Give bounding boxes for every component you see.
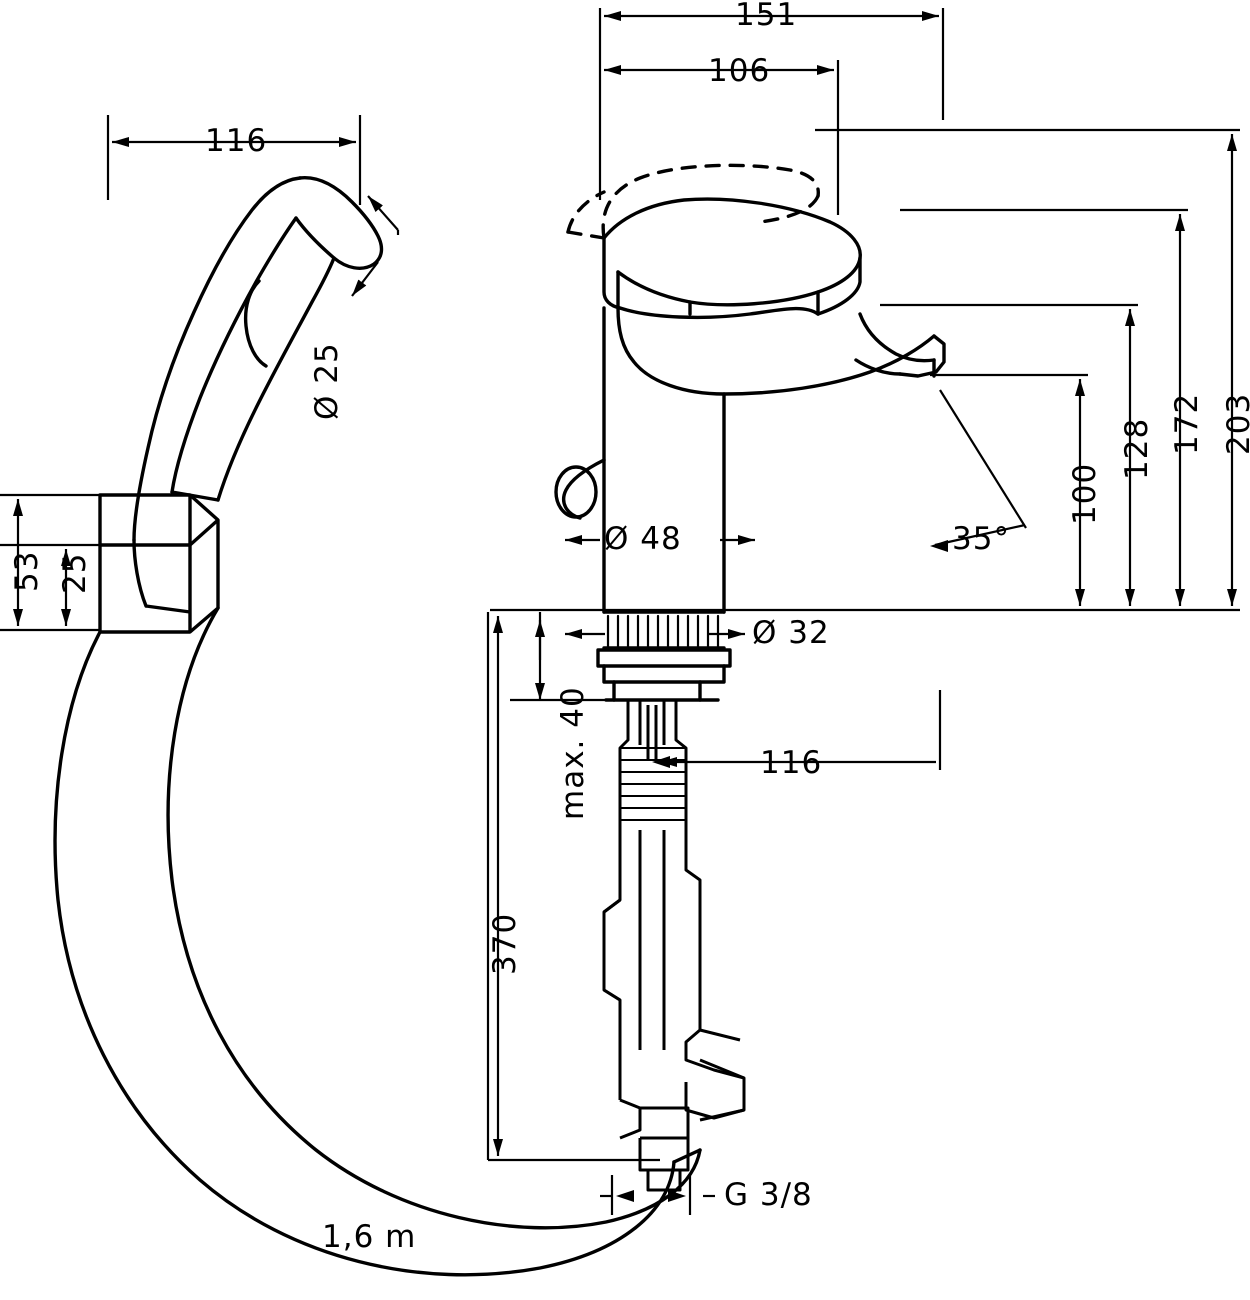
dim-mixer-total-width: 151 <box>735 0 798 33</box>
supply-hoses <box>602 700 746 1192</box>
dim-handshower-width: 116 <box>205 123 268 159</box>
hand-shower-outline <box>132 176 384 608</box>
mixer-body-outline <box>554 163 946 702</box>
dim-hose-length-370: 370 <box>487 912 523 975</box>
dim-handshower-spray-diameter: Ø 25 <box>309 342 345 420</box>
dim-body-diameter-48: Ø 48 <box>604 521 682 557</box>
dim-spout-projection: 100 <box>1067 462 1103 525</box>
dim-spray-angle: 35° <box>952 521 1010 557</box>
dim-connection-thread: G 3/8 <box>724 1177 813 1213</box>
dim-mixer-height-172: 172 <box>1169 392 1205 455</box>
wall-bracket <box>98 493 220 634</box>
dim-spout-height: 128 <box>1119 417 1155 480</box>
dim-shower-hose-length: 1,6 m <box>322 1219 417 1255</box>
dim-max-deck-thickness: max. 40 <box>555 686 591 820</box>
dim-mixer-height-203: 203 <box>1221 392 1250 455</box>
dim-lever-width: 106 <box>708 53 771 89</box>
dimension-lines <box>0 8 1240 1215</box>
dim-bracket-height-53: 53 <box>9 550 45 592</box>
dim-hose-spacing-116: 116 <box>760 745 823 781</box>
dim-thread-diameter-32: Ø 32 <box>752 615 830 651</box>
dim-bracket-height-25: 25 <box>57 552 93 594</box>
